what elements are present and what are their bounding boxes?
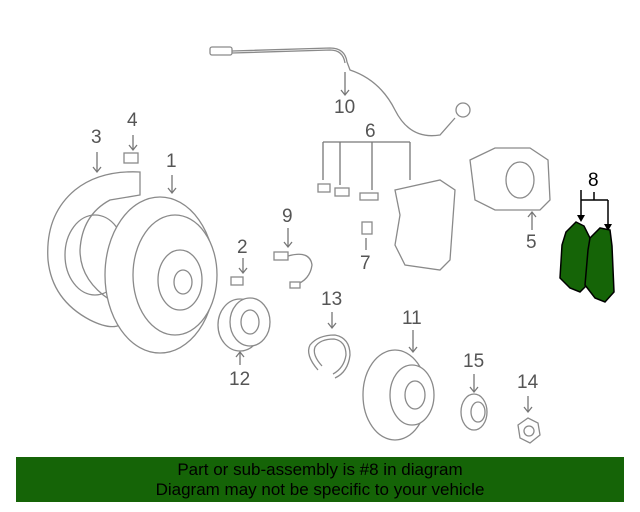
part-11-hub[interactable]: [362, 330, 435, 441]
part-10-sensor-cable[interactable]: [209, 46, 471, 137]
label-3: 3: [91, 127, 102, 148]
part-13-snap-ring[interactable]: [307, 312, 351, 379]
banner-line-2: Diagram may not be specific to your vehi…: [155, 480, 485, 499]
label-10: 10: [334, 97, 356, 118]
label-1: 1: [166, 151, 177, 172]
part-8-brake-pads[interactable]: [559, 190, 615, 303]
label-9: 9: [282, 206, 293, 227]
label-13: 13: [321, 289, 343, 310]
part-9-sensor[interactable]: [273, 228, 313, 289]
part-14-axle-nut[interactable]: [517, 396, 541, 444]
info-banner: Part or sub-assembly is #8 in diagram Di…: [16, 457, 624, 502]
label-6: 6: [365, 121, 376, 142]
label-12: 12: [229, 369, 251, 390]
label-5: 5: [526, 232, 537, 253]
part-6-caliper-bracket[interactable]: [317, 141, 456, 271]
banner-line-1: Part or sub-assembly is #8 in diagram: [177, 460, 463, 479]
part-12-bearing[interactable]: [217, 297, 271, 365]
label-4: 4: [127, 110, 138, 131]
label-11: 11: [402, 308, 422, 329]
part-1-rotor[interactable]: [104, 175, 218, 354]
part-2-screw[interactable]: [230, 258, 248, 286]
part-15-cap[interactable]: [460, 374, 488, 431]
part-4-bolt[interactable]: [123, 135, 139, 164]
part-5-caliper[interactable]: [469, 147, 551, 230]
label-7: 7: [360, 253, 371, 274]
label-15: 15: [463, 351, 485, 372]
label-14: 14: [517, 372, 539, 393]
label-8: 8: [588, 170, 599, 191]
label-2: 2: [237, 237, 248, 258]
